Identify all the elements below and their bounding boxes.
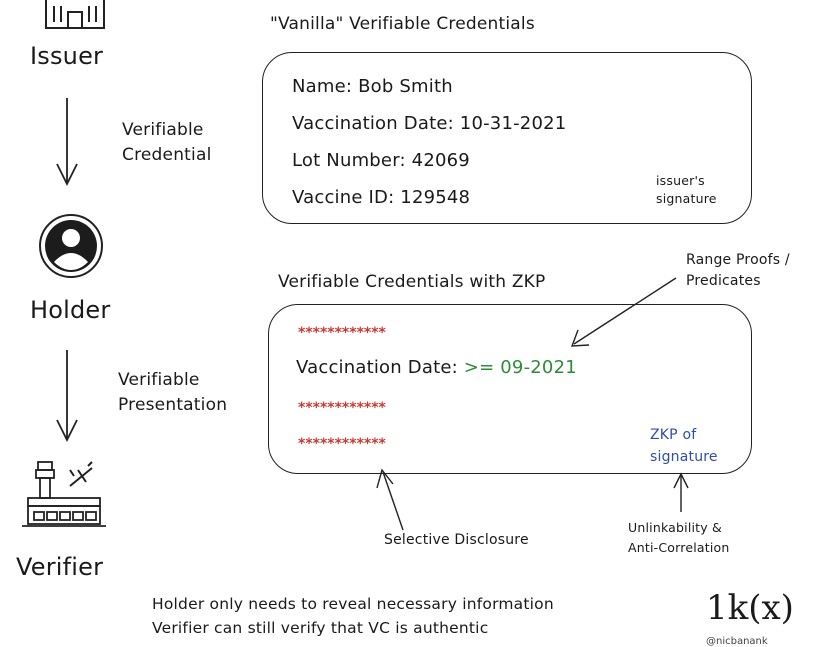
vanilla-field-list: Name: Bob Smith Vaccination Date: 10-31-… [292,68,566,216]
zkp-signature-line1: ZKP of [650,427,697,443]
arrow-unlinkability [673,472,689,512]
zkp-signature-line2: signature [650,449,718,465]
arrow-range-proofs [570,277,677,347]
zkp-signature-label: ZKP of signature [650,424,718,468]
arrow-holder-to-verifier [56,350,78,443]
credential-flow-line1: Verifiable [122,120,204,140]
range-proofs-annotation: Range Proofs / Predicates [686,250,790,292]
holder-label: Holder [30,296,111,324]
author-handle: @nicbanank [706,636,768,647]
redacted-field-1: ************ [298,325,386,341]
redacted-field-3: ************ [298,436,386,452]
presentation-flow-line1: Verifiable [118,370,200,390]
range-proofs-line1: Range Proofs / [686,252,790,268]
arrow-selective-disclosure [376,468,404,531]
selective-disclosure-annotation: Selective Disclosure [384,532,529,548]
arrow-issuer-to-holder [56,98,78,187]
person-icon [39,214,103,278]
field-vaccine-id: Vaccine ID: 129548 [292,187,471,208]
field-name: Name: Bob Smith [292,76,453,97]
airport-icon [22,461,106,527]
redacted-field-2: ************ [298,400,386,416]
unlinkability-annotation: Unlinkability & Anti-Correlation [628,518,730,558]
presentation-flow-label: Verifiable Presentation [118,368,227,418]
footer-line2: Verifier can still verify that VC is aut… [152,619,489,637]
range-proofs-line2: Predicates [686,273,761,289]
vanilla-card-title: "Vanilla" Verifiable Credentials [270,14,535,34]
zkp-date-value: >= 09-2021 [463,357,577,378]
field-lot-number: Lot Number: 42069 [292,150,470,171]
issuer-signature-line2: signature [656,191,717,206]
credential-flow-label: Verifiable Credential [122,118,212,168]
verifier-label: Verifier [16,553,104,581]
vanilla-credential-card [262,52,752,224]
unlinkability-line1: Unlinkability & [628,520,722,535]
field-vaccination-date: Vaccination Date: 10-31-2021 [292,113,567,134]
zkp-date-row: Vaccination Date: >= 09-2021 [296,357,577,378]
brand-logo: 1k(x) [706,588,794,628]
presentation-flow-line2: Presentation [118,395,228,415]
issuer-label: Issuer [30,42,104,70]
footer-notes: Holder only needs to reveal necessary in… [152,592,554,640]
zkp-card-title: Verifiable Credentials with ZKP [278,272,546,292]
issuer-signature-label: issuer's signature [656,172,717,208]
zkp-credential-card [268,304,752,474]
building-icon [45,0,105,29]
zkp-date-label: Vaccination Date: [296,357,458,378]
unlinkability-line2: Anti-Correlation [628,540,730,555]
footer-line1: Holder only needs to reveal necessary in… [152,595,554,613]
issuer-signature-line1: issuer's [656,173,705,188]
credential-flow-line2: Credential [122,145,212,165]
